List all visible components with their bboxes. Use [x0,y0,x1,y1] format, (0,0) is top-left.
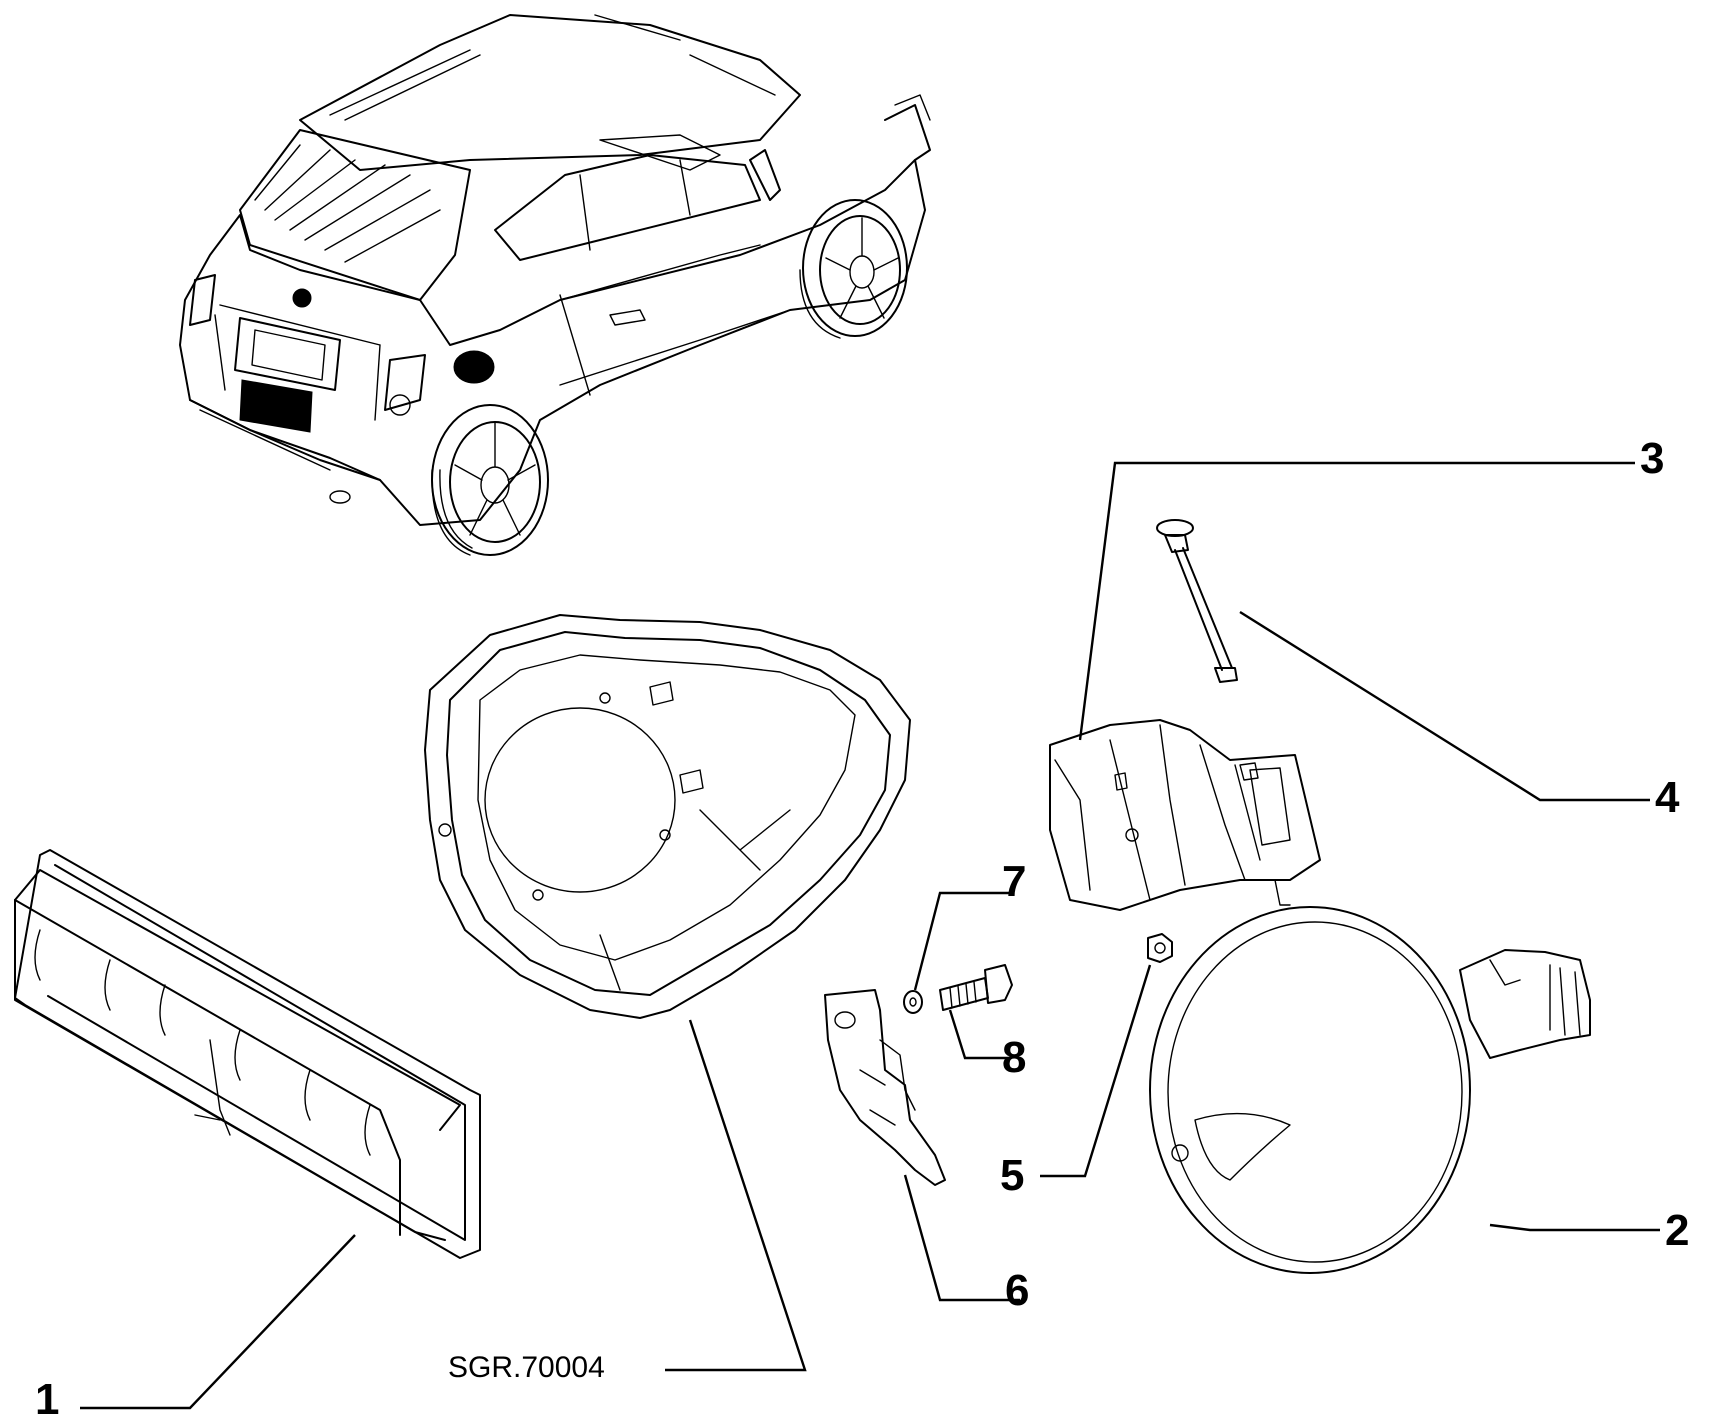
reference-code: SGR.70004 [448,1351,605,1384]
callout-4: 4 [1655,773,1680,822]
fuel-filler-housing [424,614,911,1019]
part-4-pin [1156,519,1238,683]
callout-6: 6 [1005,1266,1029,1315]
part-5-nut [1147,933,1173,963]
part-3-hinge-bracket [1049,719,1321,911]
part-7-washer [903,990,923,1014]
part-1-rear-lamp-lens [14,849,481,1259]
callout-8: 8 [1002,1033,1026,1082]
callout-5: 5 [1000,1151,1024,1200]
callout-7: 7 [1002,857,1026,906]
part-8-bolt [939,964,1013,1011]
car-illustration [179,14,931,556]
callout-1: 1 [35,1375,59,1414]
callout-labels: 1 2 3 4 5 6 7 8 SGR.70004 [35,434,1689,1414]
leader-lines [80,461,1660,1410]
part-2-fuel-flap [1149,906,1591,1274]
callout-3: 3 [1640,434,1664,483]
callout-2: 2 [1665,1206,1689,1255]
part-6-bracket [824,989,946,1186]
